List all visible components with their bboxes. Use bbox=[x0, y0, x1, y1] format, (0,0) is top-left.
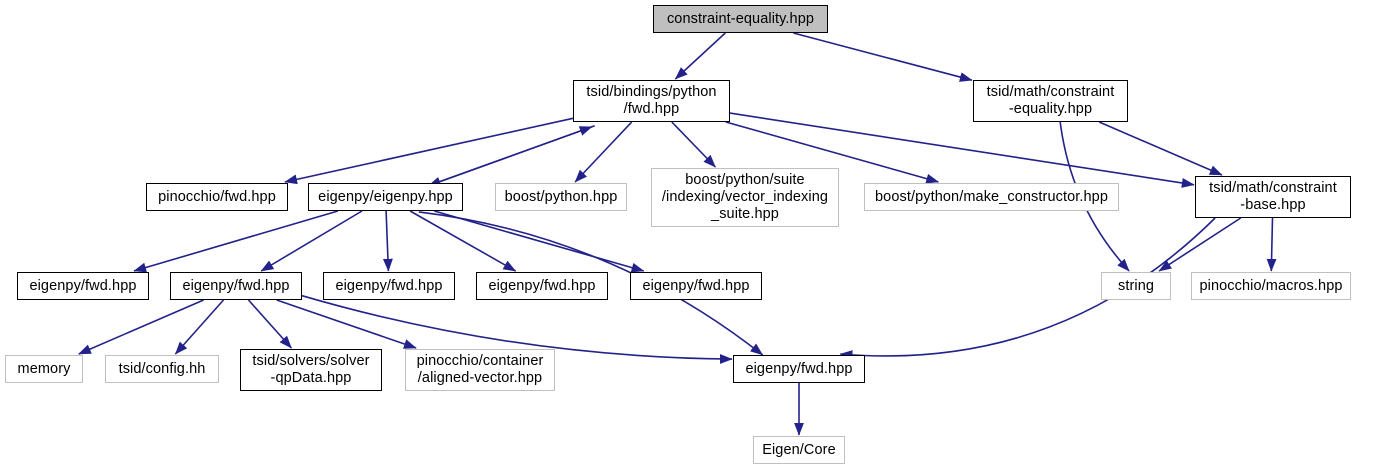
graph-edge-py_fwd-to-math_cbase bbox=[729, 112, 1195, 188]
graph-node-label: boost/python/suite /indexing/vector_inde… bbox=[661, 172, 829, 222]
graph-node-make_ctor[interactable]: boost/python/make_constructor.hpp bbox=[864, 183, 1119, 211]
graph-node-qpdata[interactable]: tsid/solvers/solver -qpData.hpp bbox=[240, 349, 382, 391]
graph-node-eigen_core[interactable]: Eigen/Core bbox=[753, 436, 845, 464]
graph-edge-math_ceq-to-math_cbase bbox=[1098, 121, 1223, 176]
graph-edge-eigenpy_main-to-ep_fwd_3 bbox=[382, 210, 393, 272]
graph-node-label: eigenpy/fwd.hpp bbox=[335, 277, 443, 294]
graph-node-aligned_vec[interactable]: pinocchio/container /aligned-vector.hpp bbox=[405, 349, 555, 391]
graph-edge-math_cbase-to-ep_fwd_bot bbox=[839, 217, 1216, 360]
graph-edge-eigenpy_main-to-ep_fwd_5 bbox=[434, 210, 645, 273]
graph-node-label: tsid/bindings/python /fwd.hpp bbox=[586, 84, 717, 117]
graph-node-tsid_config[interactable]: tsid/config.hh bbox=[105, 355, 219, 383]
graph-node-label: pinocchio/container /aligned-vector.hpp bbox=[416, 353, 544, 386]
graph-node-label: eigenpy/fwd.hpp bbox=[182, 277, 290, 294]
graph-node-boost_python[interactable]: boost/python.hpp bbox=[495, 183, 627, 211]
graph-node-label: eigenpy/fwd.hpp bbox=[488, 277, 596, 294]
graph-edge-eigenpy_main-to-ep_fwd_4 bbox=[409, 210, 517, 272]
graph-node-label: string bbox=[1117, 277, 1155, 294]
graph-edge-math_cbase-to-string bbox=[1158, 217, 1242, 272]
graph-node-label: Eigen/Core bbox=[762, 441, 836, 458]
graph-node-math_ceq[interactable]: tsid/math/constraint -equality.hpp bbox=[973, 80, 1128, 122]
graph-node-ep_fwd_1[interactable]: eigenpy/fwd.hpp bbox=[17, 272, 149, 300]
graph-node-label: eigenpy/fwd.hpp bbox=[745, 360, 853, 377]
graph-node-label: eigenpy/fwd.hpp bbox=[642, 277, 750, 294]
graph-node-ep_fwd_bot[interactable]: eigenpy/fwd.hpp bbox=[733, 355, 865, 383]
graph-node-label: pinocchio/fwd.hpp bbox=[158, 188, 276, 205]
graph-edge-py_fwd-to-boost_python bbox=[574, 121, 633, 183]
graph-node-label: tsid/math/constraint -equality.hpp bbox=[986, 84, 1115, 117]
graph-edge-eigenpy_main-to-py_fwd bbox=[425, 126, 593, 188]
graph-node-label: tsid/config.hh bbox=[118, 360, 206, 377]
graph-node-memory[interactable]: memory bbox=[5, 355, 83, 383]
graph-node-pin_macros[interactable]: pinocchio/macros.hpp bbox=[1191, 272, 1351, 300]
graph-node-label: constraint-equality.hpp bbox=[666, 10, 815, 27]
graph-edge-ep_fwd_2-to-memory bbox=[78, 299, 204, 355]
graph-edge-eigenpy_main-to-ep_fwd_1 bbox=[133, 210, 339, 273]
graph-edge-py_fwd-to-pin_fwd bbox=[284, 117, 574, 185]
graph-edge-math_cbase-to-pin_macros bbox=[1266, 217, 1277, 272]
graph-node-math_cbase[interactable]: tsid/math/constraint -base.hpp bbox=[1195, 176, 1351, 218]
graph-node-label: tsid/solvers/solver -qpData.hpp bbox=[252, 353, 370, 386]
graph-edge-root-to-math_ceq bbox=[793, 32, 973, 82]
graph-edge-root-to-py_fwd bbox=[674, 32, 726, 80]
graph-node-label: tsid/math/constraint -base.hpp bbox=[1209, 180, 1337, 213]
graph-node-label: pinocchio/macros.hpp bbox=[1199, 277, 1343, 294]
graph-node-label: eigenpy/fwd.hpp bbox=[29, 277, 137, 294]
graph-edge-ep_fwd_2-to-ep_fwd_bot bbox=[301, 294, 733, 364]
graph-edge-eigenpy_main-to-ep_fwd_bot bbox=[418, 211, 764, 356]
graph-edge-ep_fwd_2-to-aligned_vec bbox=[276, 299, 417, 349]
graph-node-root[interactable]: constraint-equality.hpp bbox=[653, 5, 828, 33]
graph-node-ep_fwd_5[interactable]: eigenpy/fwd.hpp bbox=[630, 272, 762, 300]
graph-node-label: boost/python/make_constructor.hpp bbox=[874, 188, 1109, 205]
graph-node-eigenpy_main[interactable]: eigenpy/eigenpy.hpp bbox=[308, 183, 463, 211]
graph-node-ep_fwd_2[interactable]: eigenpy/fwd.hpp bbox=[170, 272, 302, 300]
graph-edge-ep_fwd_2-to-tsid_config bbox=[174, 299, 225, 355]
graph-node-pin_fwd[interactable]: pinocchio/fwd.hpp bbox=[146, 183, 288, 211]
graph-node-ep_fwd_4[interactable]: eigenpy/fwd.hpp bbox=[476, 272, 608, 300]
graph-node-string[interactable]: string bbox=[1101, 272, 1171, 300]
graph-edge-py_fwd-to-vec_idx bbox=[671, 121, 716, 168]
graph-node-py_fwd[interactable]: tsid/bindings/python /fwd.hpp bbox=[573, 80, 730, 122]
graph-edge-ep_fwd_2-to-qpdata bbox=[247, 299, 292, 349]
graph-node-label: eigenpy/eigenpy.hpp bbox=[318, 188, 453, 205]
graph-node-ep_fwd_3[interactable]: eigenpy/fwd.hpp bbox=[323, 272, 455, 300]
graph-node-label: memory bbox=[17, 360, 71, 377]
graph-node-label: boost/python.hpp bbox=[504, 188, 618, 205]
graph-node-vec_idx[interactable]: boost/python/suite /indexing/vector_inde… bbox=[651, 168, 839, 227]
graph-edge-eigenpy_main-to-ep_fwd_2 bbox=[260, 210, 363, 272]
graph-edge-py_fwd-to-make_ctor bbox=[725, 121, 940, 184]
